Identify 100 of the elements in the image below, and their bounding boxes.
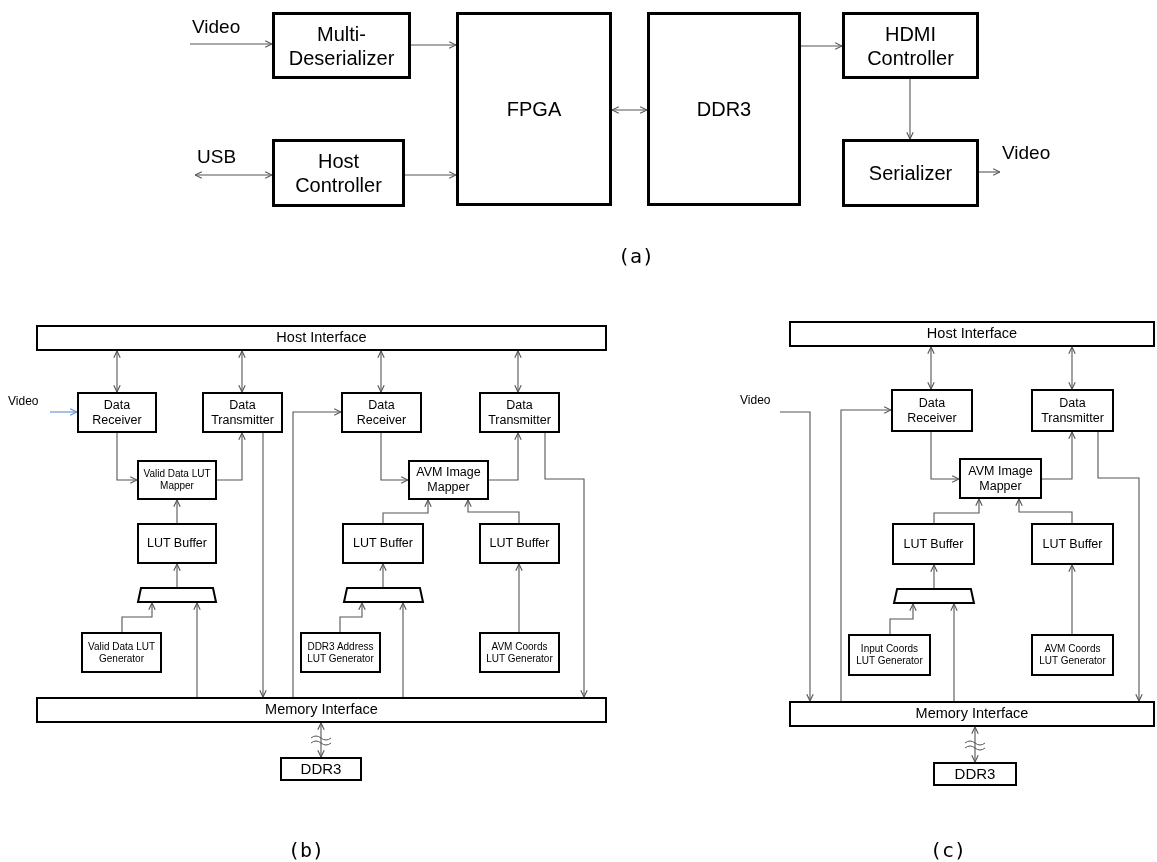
arrow [889,603,917,635]
box-label: DDR3 [299,760,343,778]
box-label: AVM Image Mapper [967,463,1034,494]
signal-label: Video [191,16,242,39]
box-label: Memory Interface [264,701,379,719]
arrow [1097,431,1143,702]
double-arrow [194,171,273,179]
arrow [339,602,366,633]
process-box [342,523,424,564]
arrow [189,40,273,48]
process-box [959,458,1042,499]
process-box [479,632,560,673]
double-arrow [317,722,325,758]
arrow [1068,564,1076,635]
arrow [382,499,432,524]
process-box [272,139,405,207]
arrow [116,432,138,484]
arrow [950,603,958,702]
double-arrow [611,106,648,114]
box-label: Host Controller [294,149,383,197]
arrow [930,431,960,483]
process-box [81,632,162,673]
signal-label: Video [7,394,40,409]
process-box [848,634,931,676]
process-box [272,12,411,79]
arrow [410,41,457,49]
box-label: Multi-Deserializer [287,21,396,70]
box-label: DDR3 [695,97,753,121]
panel-caption: (a) [618,244,655,268]
arrow [399,602,407,698]
double-arrow [971,726,979,763]
arrow [933,498,983,524]
box-label: Serializer [867,161,954,185]
box-label: Data Receiver [91,397,143,428]
box-label: Memory Interface [914,705,1030,723]
panel-caption: (b) [288,838,325,862]
process-box [1031,634,1114,676]
process-box [842,139,979,207]
process-box [479,392,560,433]
box-label: LUT Buffer [146,536,208,551]
process-box [300,632,381,673]
process-box [789,321,1155,347]
double-arrow [927,346,935,390]
process-box [36,325,607,351]
arrow [404,171,457,179]
box-label: Data Transmitter [210,397,275,428]
arrow [930,564,938,589]
double-arrow [377,350,385,393]
arrow [515,563,523,633]
box-label: Host Interface [925,325,1019,343]
double-arrow [238,350,246,393]
box-label: LUT Buffer [488,536,551,551]
process-box [456,12,612,206]
double-arrow [113,350,121,393]
box-label: Data Receiver [355,397,408,428]
arrow [1041,431,1076,480]
box-label: Host Interface [275,329,368,347]
arrow [121,602,156,633]
arrow [779,411,814,702]
process-box [202,392,283,433]
arrow [379,563,387,588]
process-box [933,762,1017,786]
signal-label: Video [1001,142,1052,165]
arrow [906,78,914,140]
arrow [49,408,78,416]
box-label: DDR3 [953,765,997,783]
process-box [77,392,157,433]
arrow [800,42,843,50]
box-label: Valid Data LUT Mapper [142,468,212,492]
box-label: AVM Coords LUT Generator [1038,643,1107,667]
arrow [488,432,522,481]
process-box [408,460,489,500]
arrow [173,499,181,524]
arrow [380,432,409,484]
arrow [193,602,201,698]
arrow [978,168,1001,176]
box-label: Data Transmitter [487,397,552,428]
process-box [842,12,979,79]
box-label: LUT Buffer [902,536,965,552]
double-arrow [1068,346,1076,390]
arrow [1015,498,1073,524]
process-box [891,389,973,432]
box-label: LUT Buffer [352,536,414,551]
signal-label: Video [739,393,772,408]
process-box [341,392,422,433]
arrow [259,432,267,698]
box-label: Data Receiver [906,395,958,426]
process-box [892,523,975,565]
box-label: Data Transmitter [1040,395,1105,426]
arrow [292,408,342,698]
process-box [36,697,607,723]
process-box [280,757,362,781]
arrow [464,499,520,524]
box-label: DDR3 Address LUT Generator [306,640,375,665]
process-box [479,523,560,564]
box-label: Valid Data LUT Generator [86,640,157,665]
box-label: LUT Buffer [1041,536,1104,552]
box-label: AVM Coords LUT Generator [485,640,554,665]
signal-label: USB [196,146,238,169]
box-label: FPGA [505,97,563,121]
